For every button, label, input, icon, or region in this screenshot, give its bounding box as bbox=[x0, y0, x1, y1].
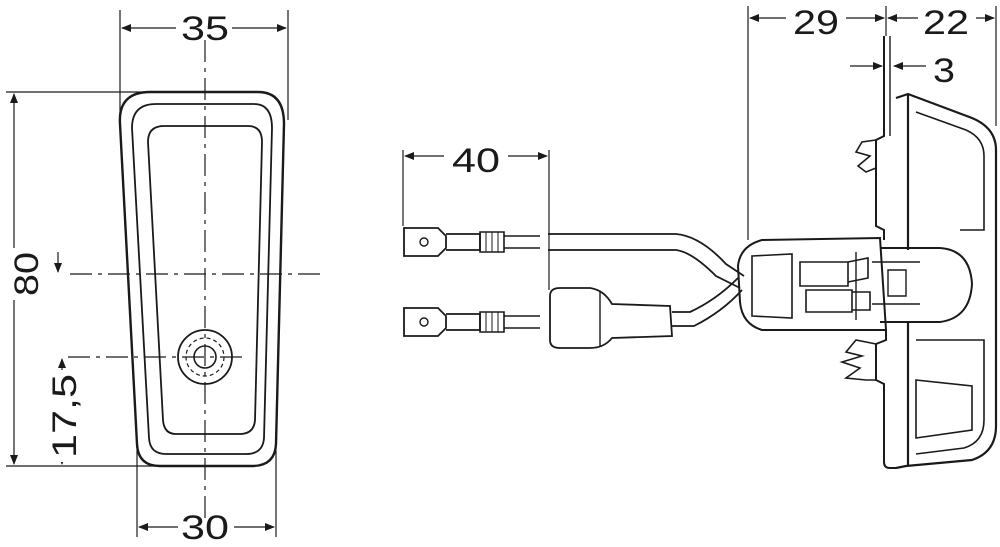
dim-17-5-label: 17,5 bbox=[46, 374, 84, 458]
dim-35-label: 35 bbox=[181, 10, 229, 48]
connector-terminal-bottom bbox=[403, 307, 540, 337]
connector-terminal-top bbox=[403, 227, 540, 257]
front-lens-outline bbox=[147, 125, 263, 435]
mounting-flange bbox=[875, 36, 896, 469]
front-outer-outline bbox=[118, 90, 286, 468]
insulating-sleeve bbox=[549, 287, 673, 349]
clip-top bbox=[854, 139, 877, 173]
dim-30-label: 30 bbox=[181, 509, 229, 547]
dim-40-label: 40 bbox=[452, 142, 500, 180]
bulb bbox=[880, 247, 974, 323]
clip-bottom bbox=[839, 339, 877, 381]
front-view: 35 30 80 17,5 bbox=[2, 10, 325, 547]
housing-inner bbox=[915, 111, 985, 455]
dim-22-label: 22 bbox=[923, 4, 969, 42]
dim-3-label: 3 bbox=[933, 52, 955, 90]
side-view: 29 22 3 40 bbox=[402, 4, 998, 470]
front-middle-outline bbox=[131, 103, 273, 455]
dim-80-label: 80 bbox=[8, 252, 46, 296]
dim-29-label: 29 bbox=[793, 4, 839, 42]
housing-outline bbox=[895, 92, 998, 470]
wire-bottom bbox=[672, 277, 743, 327]
wire-top bbox=[548, 233, 745, 289]
